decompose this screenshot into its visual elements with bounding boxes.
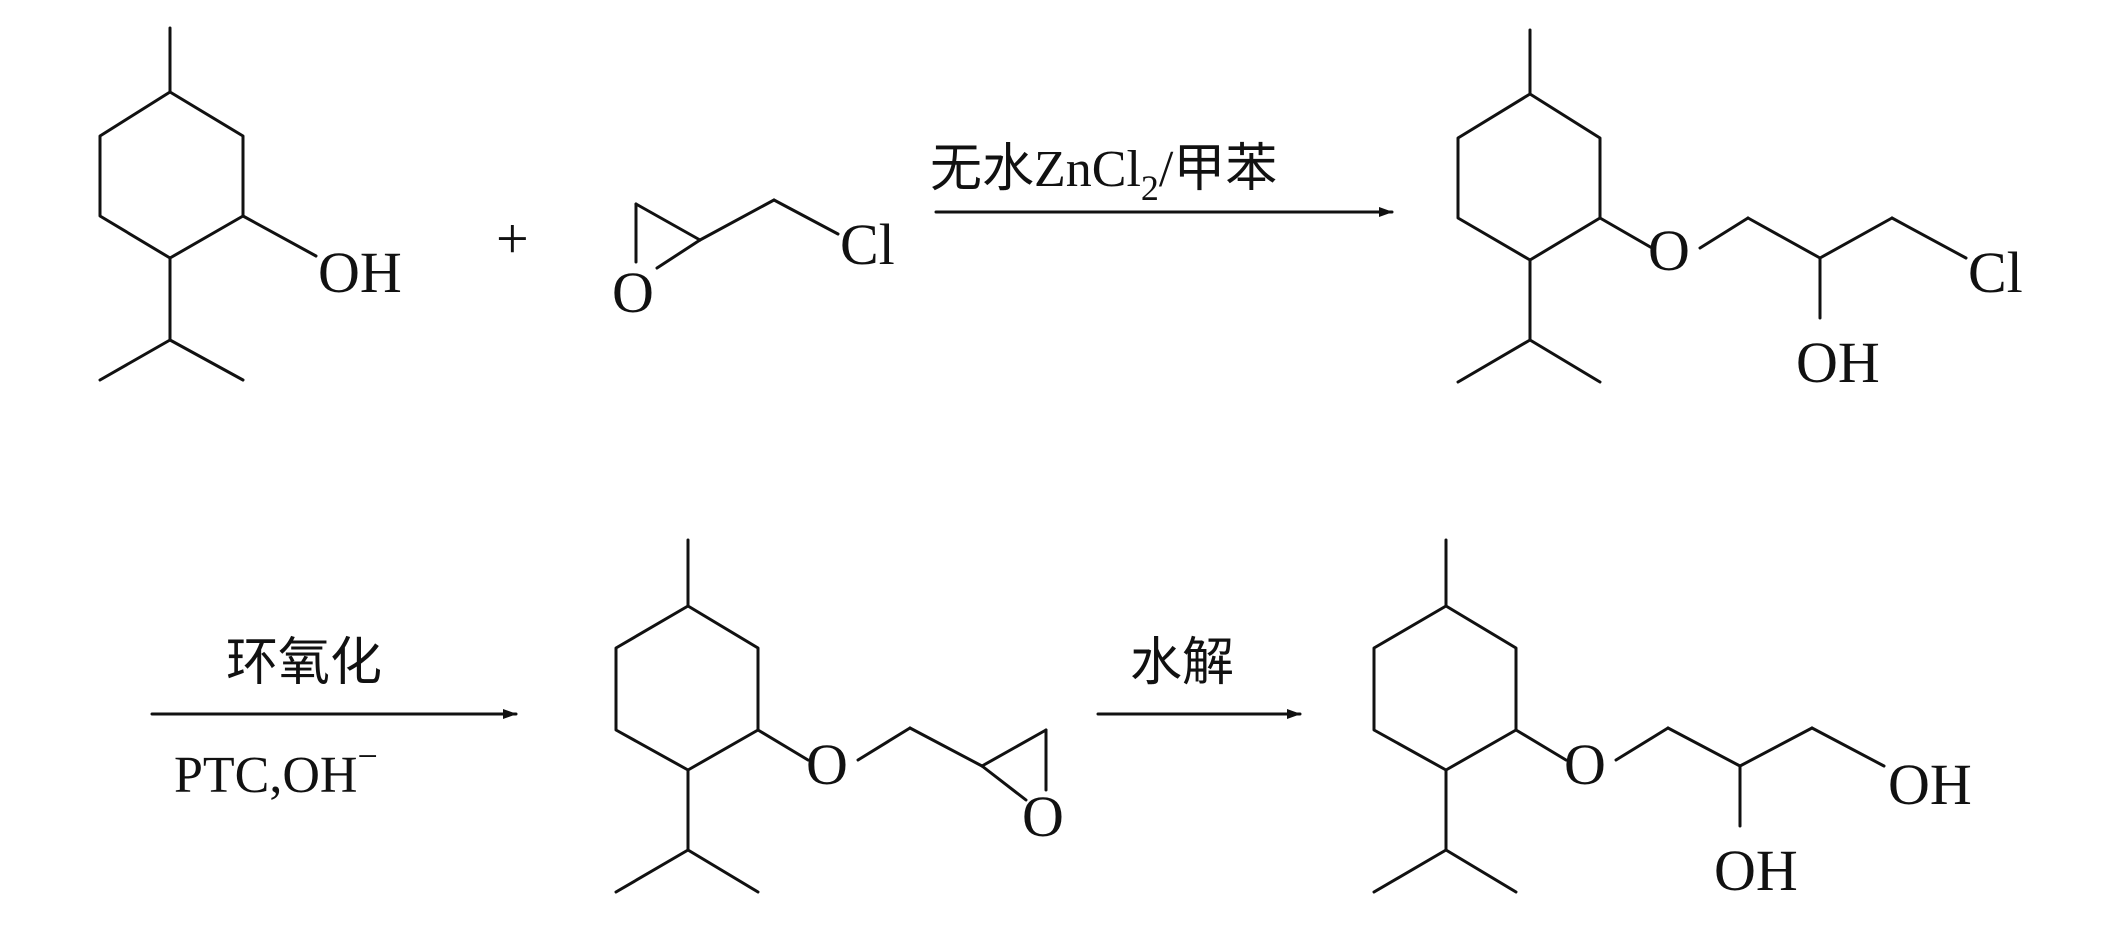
- plus-sign: +: [496, 206, 529, 271]
- step-3-above: 水解: [1130, 635, 1234, 692]
- epoxide-oxygen-label: O: [612, 260, 654, 325]
- diol-product-structure: O OH OH: [1372, 538, 1972, 903]
- product-ether-oxygen: O: [1564, 732, 1606, 797]
- menthol-bonds: [98, 26, 318, 382]
- chlorine-label: Cl: [840, 212, 895, 277]
- step-1-reagent: 无水ZnCl2/甲苯: [930, 141, 1277, 208]
- step-2-above: 环氧化: [226, 635, 382, 692]
- intermediate-1-chlorine-label: Cl: [1968, 240, 2023, 305]
- intermediate-1-ether-oxygen: O: [1648, 218, 1690, 283]
- intermediate-2-epoxide-oxygen: O: [1022, 784, 1064, 849]
- chlorohydrin-ether-structure: O OH Cl: [1456, 28, 2023, 395]
- intermediate-2-ether-oxygen: O: [806, 732, 848, 797]
- diol-product-bonds: [1372, 538, 1886, 894]
- step-1: 无水ZnCl2/甲苯: [930, 141, 1394, 217]
- menthol-structure: OH: [98, 26, 402, 382]
- intermediate-1-hydroxyl-label: OH: [1796, 330, 1880, 395]
- step-2-below: PTC,OH−: [174, 736, 378, 804]
- glycidyl-ether-structure: O O: [614, 538, 1064, 894]
- epichlorohydrin-bonds: [634, 198, 840, 270]
- product-secondary-hydroxyl: OH: [1714, 838, 1798, 903]
- chlorohydrin-ether-bonds: [1456, 28, 1968, 384]
- product-primary-hydroxyl: OH: [1888, 752, 1972, 817]
- glycidyl-ether-bonds: [614, 538, 1048, 894]
- step-3: 水解: [1096, 635, 1302, 719]
- menthol-hydroxyl-label: OH: [318, 240, 402, 305]
- step-2: 环氧化 PTC,OH−: [150, 635, 518, 804]
- epichlorohydrin-structure: O Cl: [612, 198, 895, 325]
